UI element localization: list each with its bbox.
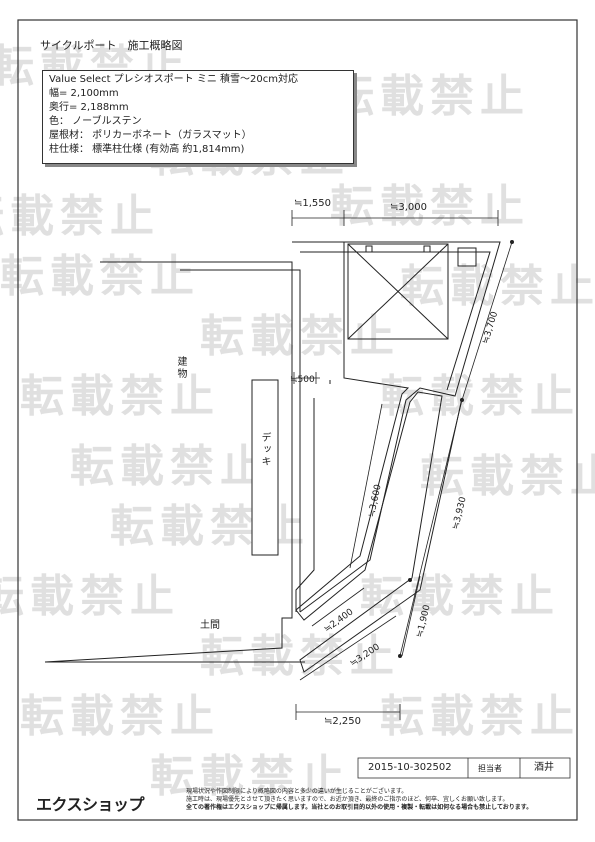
watermark: 転載禁止 [200, 631, 400, 682]
footer-note-line: 施工時は、現場優先とさせて頂きたく思いますので、お近か頂き、最終のご指示のほど、… [186, 796, 509, 803]
watermark: 転載禁止 [0, 191, 160, 242]
brand-logo: エクスショップ [36, 795, 145, 814]
spec-depth: 奥行= 2,188mm [49, 102, 129, 113]
watermark: 転載禁止 [70, 441, 270, 492]
watermark: 転載禁止 [380, 691, 580, 742]
spec-box: Value Select プレシオスポート ミニ 積雪～20cm対応 幅= 2,… [42, 70, 354, 164]
page-title: サイクルポート 施工概略図 [40, 39, 183, 52]
label-doma: 土間 [200, 620, 220, 631]
bike-path [295, 242, 463, 673]
carport-roof [292, 241, 501, 613]
person-name: 酒井 [534, 762, 554, 773]
spec-post: 柱仕様： 標準柱仕様 (有効高 約1,814mm) [49, 144, 245, 155]
watermark: 転載禁止 [20, 691, 220, 742]
watermark: 転載禁止 [360, 571, 560, 622]
dimension-markers [398, 240, 514, 658]
dim-500: ≒500 [290, 375, 315, 385]
watermark: 転載禁止 [150, 751, 350, 802]
footer-note-line: 全ての著作権はエクスショップに帰属します。当社とのお取引目的以外の使用・複製・転… [186, 804, 533, 811]
title-block [357, 757, 571, 779]
label-building: 建物 [175, 356, 186, 380]
watermark: 転載禁止 [0, 251, 200, 302]
label-deck: デッキ [259, 432, 270, 468]
watermark: 転載禁止 [330, 71, 530, 122]
spec-product: Value Select プレシオスポート ミニ 積雪～20cm対応 [49, 74, 298, 85]
watermark: 転載禁止 [20, 371, 220, 422]
person-label: 担当者 [478, 764, 502, 773]
dimension-lines [291, 210, 513, 720]
spec-width: 幅= 2,100mm [49, 88, 119, 99]
watermark: 転載禁止 [380, 371, 580, 422]
spec-color: 色： ノーブルステン [49, 116, 142, 127]
watermark: 転載禁止 [0, 571, 180, 622]
sheet-border [17, 19, 578, 821]
footer-note: 現場状況や作図制限により概略図の内容と多少の違いが生じることがございます。 施工… [186, 788, 546, 812]
watermark: 転載禁止 [420, 451, 595, 502]
deck-outline [251, 379, 279, 556]
watermark: 転載禁止 [400, 261, 595, 312]
watermark: 転載禁止 [330, 181, 530, 232]
footer-note-line: 現場状況や作図制限により概略図の内容と多少の違いが生じることがございます。 [186, 788, 408, 795]
dim-1550: ≒1,550 [294, 198, 332, 209]
spec-roof: 屋根材： ポリカーボネート（ガラスマット） [49, 130, 252, 141]
document-number: 2015-10-302502 [368, 762, 452, 773]
watermark: 転載禁止 [200, 311, 400, 362]
dim-3000: ≒3,000 [390, 202, 428, 213]
dim-2250: ≒2,250 [324, 716, 362, 727]
building-outline [44, 261, 305, 663]
